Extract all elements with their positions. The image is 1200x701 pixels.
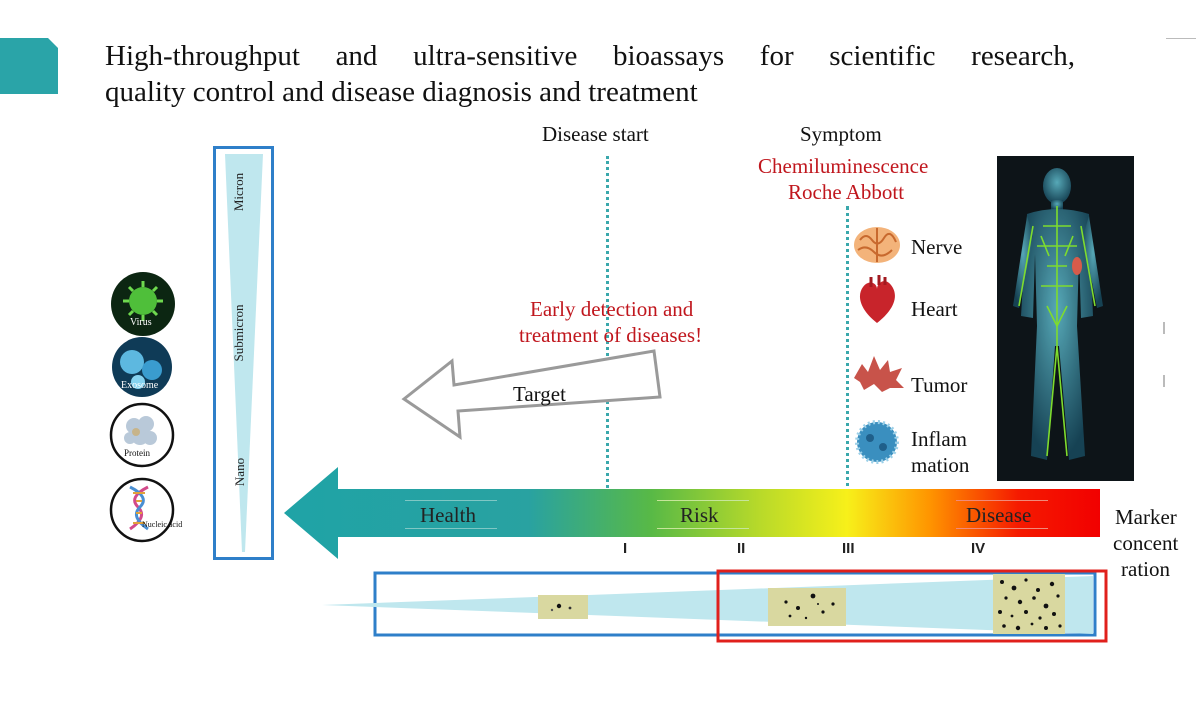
chemiluminescence-label: Chemiluminescence: [758, 154, 929, 178]
analyte-label-virus: Virus: [130, 317, 152, 328]
roman-iii: III: [842, 540, 855, 557]
target-label: Target: [513, 382, 566, 406]
symptom-line: [846, 206, 849, 536]
title-line-1: High-throughput and ultra-sensitive bioa…: [105, 40, 1075, 72]
stage-arrow: [284, 467, 1100, 559]
stage-risk: Risk: [680, 503, 719, 527]
roman-iv: IV: [971, 540, 986, 557]
stage-disease: Disease: [966, 503, 1032, 527]
organ-label-tumor: Tumor: [911, 373, 968, 397]
organ-label-heart: Heart: [911, 297, 958, 321]
exosome-icon: [112, 337, 172, 397]
nucleic-acid-icon: [109, 477, 175, 543]
roman-ii: II: [737, 540, 746, 557]
early-detection-line-2: treatment of diseases!: [519, 323, 703, 347]
size-scale-nano: Nano: [232, 457, 247, 487]
marker-concentration-3: ration: [1121, 557, 1170, 581]
roche-abbott-label: Roche Abbott: [788, 180, 905, 204]
concentration-bar: [322, 569, 1108, 643]
size-scale: [213, 146, 274, 560]
symptom-label: Symptom: [800, 122, 882, 146]
title-line-2: quality control and disease diagnosis an…: [105, 76, 698, 108]
analyte-label-nucleic-acid: Nucleic acid: [142, 520, 183, 529]
health-box: [405, 500, 497, 529]
analyte-label-exosome: Exosome: [121, 380, 159, 391]
protein-icon: [109, 402, 175, 468]
marker-concentration-1: Marker: [1115, 505, 1177, 529]
virus-icon: [111, 272, 175, 336]
page-title: High-throughput and ultra-sensitive bioa…: [105, 38, 1075, 110]
human-body-image: [997, 156, 1134, 481]
top-right-mark: [1166, 38, 1196, 39]
roman-i: I: [623, 540, 628, 557]
disease-start-line: [606, 156, 609, 536]
disease-box: [956, 500, 1048, 529]
marker-concentration-2: concent: [1113, 531, 1179, 555]
size-scale-micron: Micron: [231, 172, 246, 212]
stage-health: Health: [420, 503, 476, 527]
tumor-icon: [854, 356, 904, 392]
organ-label-inflammation-2: mation: [911, 453, 970, 477]
edge-mark-1: [1163, 322, 1165, 334]
edge-mark-2: [1163, 375, 1165, 387]
analyte-label-protein: Protein: [124, 448, 150, 458]
early-detection-line-1: Early detection and: [530, 297, 694, 321]
heart-icon: [859, 275, 895, 323]
organ-label-nerve: Nerve: [911, 235, 963, 259]
risk-box: [657, 500, 749, 529]
organ-label-inflammation-1: Inflam: [911, 427, 967, 451]
size-scale-submicron: Submicron: [231, 304, 246, 362]
disease-start-label: Disease start: [542, 122, 649, 146]
target-arrow: [401, 349, 662, 440]
brain-icon: [854, 227, 900, 263]
inflammation-icon: [855, 420, 899, 464]
corner-tab: [0, 38, 58, 94]
